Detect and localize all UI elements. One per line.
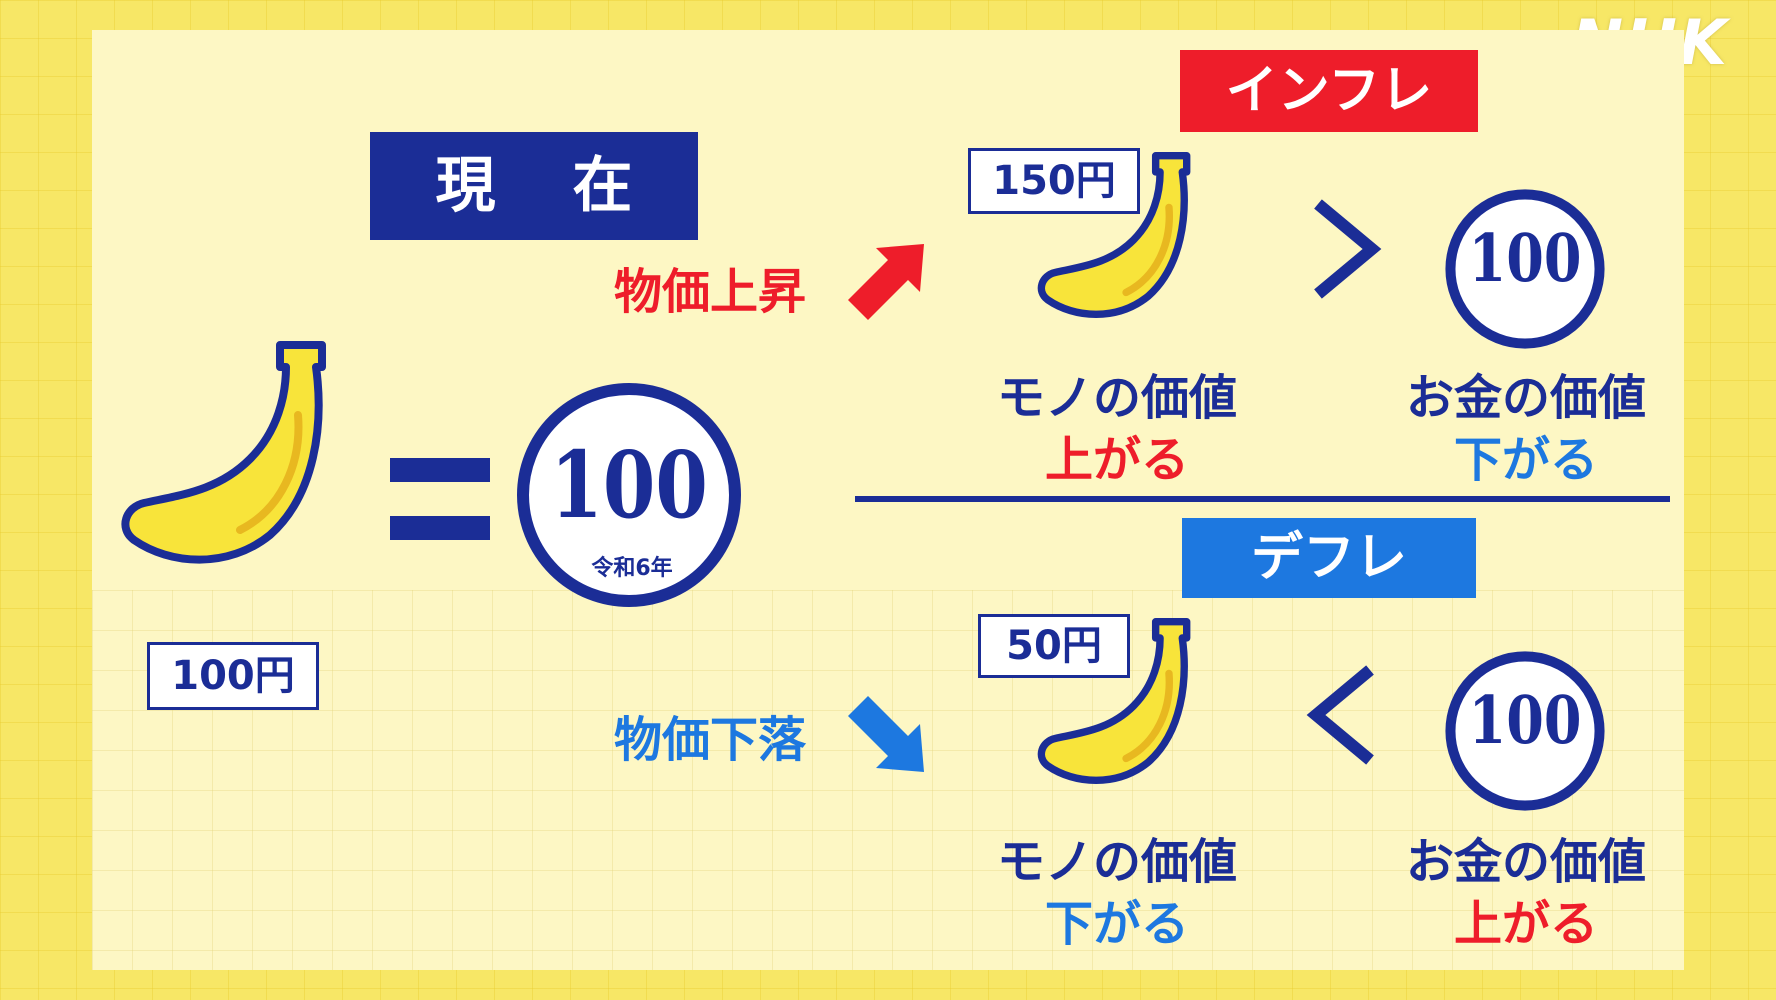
coin-100-icon: 100 <box>517 383 741 607</box>
inflation-goods-change: 上がる <box>1044 432 1189 488</box>
deflation-title: デフレ <box>1182 518 1476 598</box>
deflation-goods-change: 下がる <box>1044 896 1189 952</box>
current-title: 現 在 <box>370 132 698 240</box>
inflation-trend-label: 物価上昇 <box>613 264 806 320</box>
equals-sign <box>390 458 490 540</box>
arrow-down-right-icon <box>848 696 924 772</box>
inflation-money-value: お金の価値 <box>1405 370 1646 426</box>
coin-100-icon: 100 <box>1445 651 1605 811</box>
coin-value-label <box>540 422 720 532</box>
coin-era-label: 令和6年 <box>591 556 673 581</box>
coin-100-icon: 100 <box>1445 189 1605 349</box>
inflation-price-tag: 150円 <box>968 148 1140 214</box>
arrow-up-right-icon <box>848 244 924 320</box>
svg-text:100: 100 <box>1469 220 1582 298</box>
divider-line <box>855 496 1670 502</box>
svg-text:100: 100 <box>1469 682 1582 760</box>
diagram-panel: 現 在 100円 100 令和6年 インフレ 物価上昇 150円 100 モノの… <box>92 30 1684 970</box>
current-price-tag: 100円 <box>147 642 319 710</box>
deflation-money-value: お金の価値 <box>1405 834 1646 890</box>
greater-than-icon <box>1314 199 1382 299</box>
panel-grid <box>92 590 1684 970</box>
less-than-icon <box>1306 665 1374 765</box>
banana-icon <box>121 341 326 564</box>
banana-icon <box>1037 618 1191 784</box>
deflation-goods-value: モノの価値 <box>996 834 1237 890</box>
inflation-money-change: 下がる <box>1453 432 1598 488</box>
inflation-title: インフレ <box>1180 50 1478 132</box>
banana-icon <box>1037 151 1191 318</box>
deflation-trend-label: 物価下落 <box>613 712 806 768</box>
deflation-money-change: 上がる <box>1453 896 1598 952</box>
svg-text:100: 100 <box>550 431 707 539</box>
inflation-goods-value: モノの価値 <box>996 370 1237 426</box>
deflation-price-tag: 50円 <box>978 614 1130 678</box>
